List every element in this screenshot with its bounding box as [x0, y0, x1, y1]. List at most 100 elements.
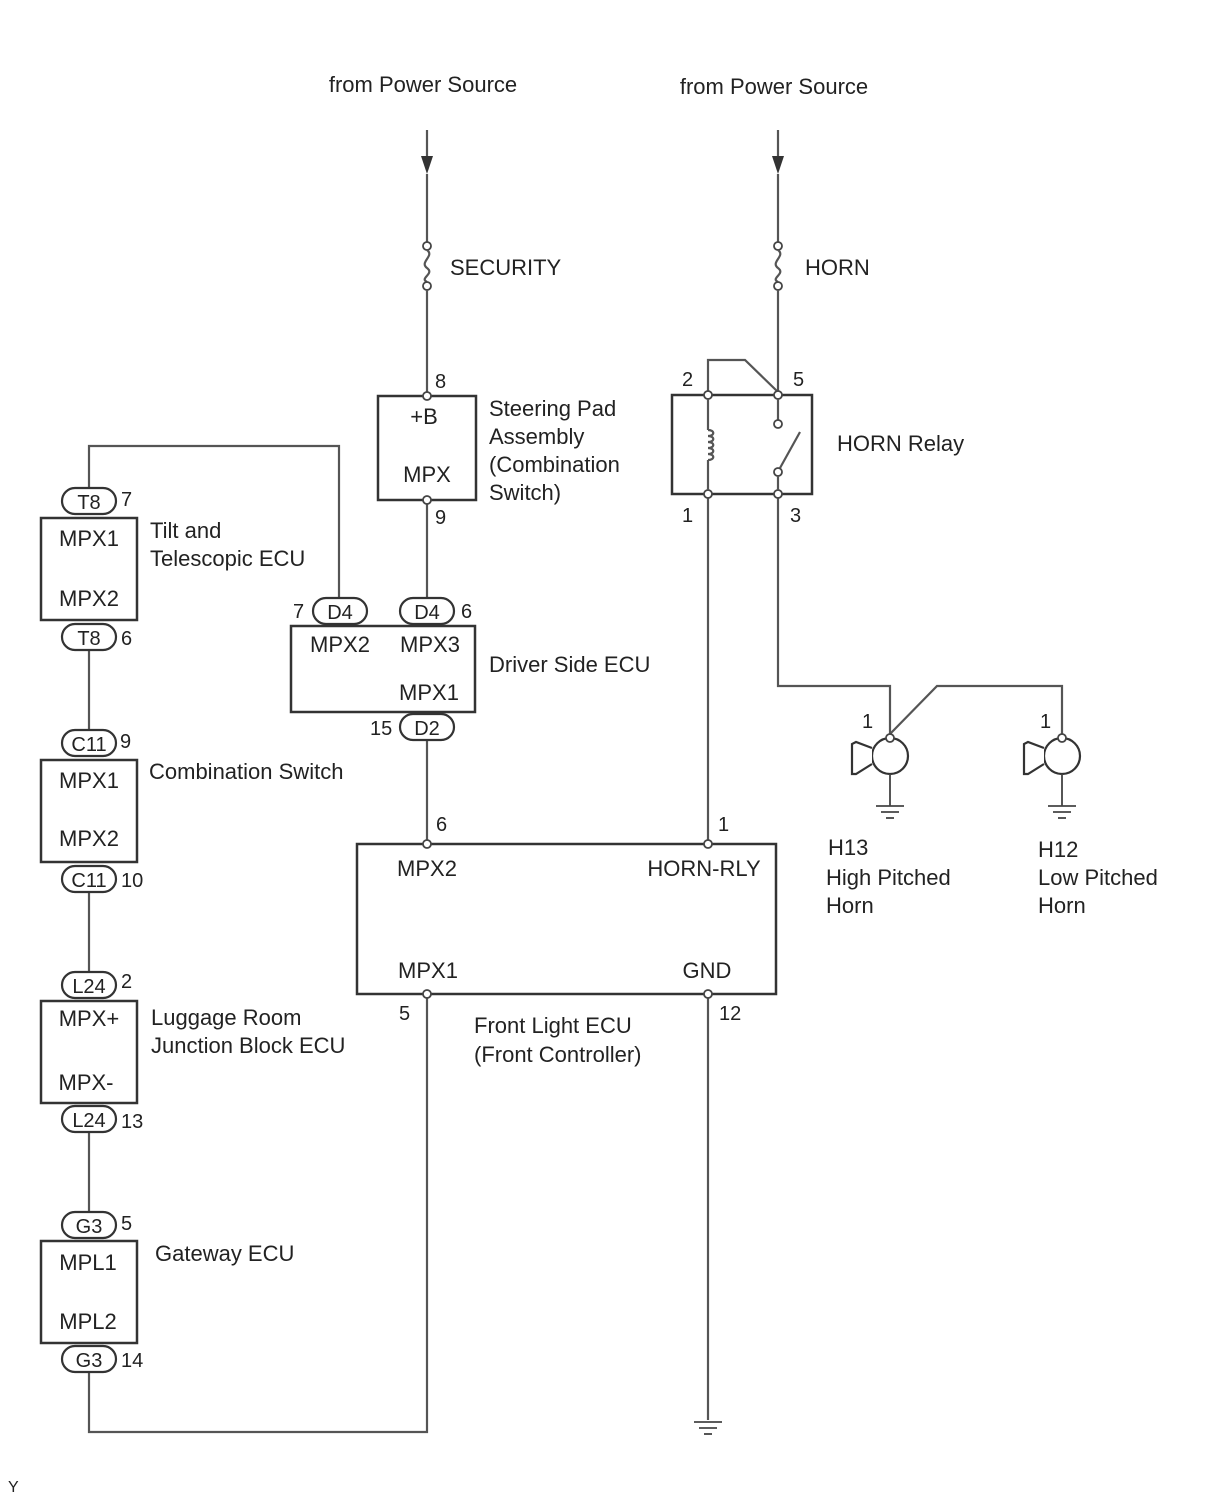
- connector-code: T8: [77, 628, 100, 650]
- pin-number: 8: [435, 371, 446, 393]
- connector-code: T8: [77, 492, 100, 514]
- pin-number: 1: [682, 505, 693, 527]
- terminal-label: MPX+: [59, 1006, 120, 1031]
- pin-number: 2: [121, 971, 132, 993]
- terminal-label: MPX1: [399, 680, 459, 705]
- terminal-label: MPX1: [398, 958, 458, 983]
- horn-name: Low Pitched: [1038, 865, 1158, 890]
- connector-code: L24: [72, 976, 105, 998]
- ground-icon: [876, 805, 904, 819]
- terminal-label: +B: [410, 404, 438, 429]
- terminal-label: MPX1: [59, 768, 119, 793]
- pin-number: 10: [121, 870, 143, 892]
- power-source-left: from Power Source: [329, 72, 517, 174]
- terminal-label: MPX3: [400, 632, 460, 657]
- horn-name: Horn: [826, 893, 874, 918]
- pin-number: 7: [121, 489, 132, 511]
- horn-icon: [1042, 736, 1082, 776]
- connector-code: G3: [76, 1350, 103, 1372]
- component-name: Junction Block ECU: [151, 1033, 345, 1058]
- driver-side-ecu: D4 7 D4 6 MPX2 MPX3 MPX1 D2 15 Driver Si…: [289, 596, 650, 742]
- fuse-icon: [774, 249, 782, 283]
- pin-number: 1: [1040, 711, 1051, 733]
- corner-mark: Y: [8, 1479, 19, 1496]
- horn-icon: [870, 736, 910, 776]
- component-name: Combination Switch: [149, 759, 343, 784]
- component-name: Tilt and: [150, 518, 221, 543]
- steering-pad-assembly: 8 9 +B MPX Steering Pad Assembly (Combin…: [376, 371, 620, 529]
- pin-number: 5: [793, 369, 804, 391]
- component-name: (Combination: [489, 452, 620, 477]
- pin-number: 9: [120, 731, 131, 753]
- component-name: Gateway ECU: [155, 1241, 294, 1266]
- pin-number: 15: [370, 718, 392, 740]
- fuse-horn: HORN: [773, 174, 870, 291]
- wires: [87, 290, 1064, 1434]
- pin-number: 5: [121, 1213, 132, 1235]
- pin-number: 2: [682, 369, 693, 391]
- terminal-label: MPL1: [59, 1250, 116, 1275]
- fuse-security: SECURITY: [422, 174, 562, 291]
- power-arrow-right-icon: [772, 156, 784, 174]
- component-name: Assembly: [489, 424, 584, 449]
- power-arrow-left-icon: [421, 156, 433, 174]
- pin-number: 13: [121, 1111, 143, 1133]
- terminal-label: MPX2: [59, 586, 119, 611]
- pin-number: 12: [719, 1003, 741, 1025]
- front-light-ecu: 6 1 5 12 MPX2 HORN-RLY MPX1 GND Front Li…: [355, 814, 778, 1067]
- fuse-icon: [423, 249, 431, 283]
- connector-code: L24: [72, 1110, 105, 1132]
- connector-code: D4: [327, 602, 353, 624]
- power-source-right: from Power Source: [680, 74, 868, 174]
- horn-code: H12: [1038, 837, 1078, 862]
- component-name: Steering Pad: [489, 396, 616, 421]
- pin-number: 6: [461, 601, 472, 623]
- component-name: Front Light ECU: [474, 1013, 632, 1038]
- pin-number: 1: [862, 711, 873, 733]
- pin-number: 5: [399, 1003, 410, 1025]
- horn-h13: 1 H13 High Pitched Horn: [826, 711, 951, 918]
- connector-code: D4: [414, 602, 440, 624]
- relay-switch-icon: [779, 431, 801, 469]
- component-name: HORN Relay: [837, 431, 964, 456]
- component-name: Luggage Room: [151, 1005, 301, 1030]
- horn-h12: 1 H12 Low Pitched Horn: [1022, 711, 1158, 918]
- horn-relay: 2 5 1 3 HORN Relay: [670, 369, 964, 527]
- connector-code: G3: [76, 1216, 103, 1238]
- terminal-label: MPX: [403, 462, 451, 487]
- connector-code: C11: [71, 870, 106, 892]
- ground-icon: [694, 1421, 722, 1435]
- terminal-label: MPX2: [397, 856, 457, 881]
- horn-name: Horn: [1038, 893, 1086, 918]
- terminal-label: MPL2: [59, 1309, 116, 1334]
- gateway-ecu: G3 5 MPL1 MPL2 G3 14 Gateway ECU: [39, 1210, 294, 1374]
- fuse-horn-label: HORN: [805, 255, 870, 280]
- component-name: Switch): [489, 480, 561, 505]
- terminal-label: MPX2: [59, 826, 119, 851]
- pin-number: 6: [436, 814, 447, 836]
- ground-icon: [1048, 805, 1076, 819]
- power-source-left-label: from Power Source: [329, 72, 517, 97]
- relay-coil-icon: [707, 428, 715, 462]
- pin-number: 3: [790, 505, 801, 527]
- terminal-label: MPX-: [59, 1070, 114, 1095]
- tilt-telescopic-ecu: T8 7 MPX1 MPX2 T8 6 Tilt and Telescopic …: [39, 486, 305, 652]
- terminal-label: GND: [683, 958, 732, 983]
- combination-switch: C11 9 MPX1 MPX2 C11 10 Combination Switc…: [39, 728, 343, 894]
- terminal-label: HORN-RLY: [647, 856, 761, 881]
- component-name: Telescopic ECU: [150, 546, 305, 571]
- terminal-label: MPX2: [310, 632, 370, 657]
- component-name: Driver Side ECU: [489, 652, 650, 677]
- pin-number: 14: [121, 1350, 143, 1372]
- connector-code: D2: [414, 718, 440, 740]
- component-name: (Front Controller): [474, 1042, 641, 1067]
- pin-number: 1: [718, 814, 729, 836]
- pin-number: 9: [435, 507, 446, 529]
- terminal-label: MPX1: [59, 526, 119, 551]
- luggage-room-junction-block-ecu: L24 2 MPX+ MPX- L24 13 Luggage Room Junc…: [39, 970, 345, 1134]
- pin-number: 7: [293, 601, 304, 623]
- horn-code: H13: [828, 835, 868, 860]
- power-source-right-label: from Power Source: [680, 74, 868, 99]
- connector-code: C11: [71, 734, 106, 756]
